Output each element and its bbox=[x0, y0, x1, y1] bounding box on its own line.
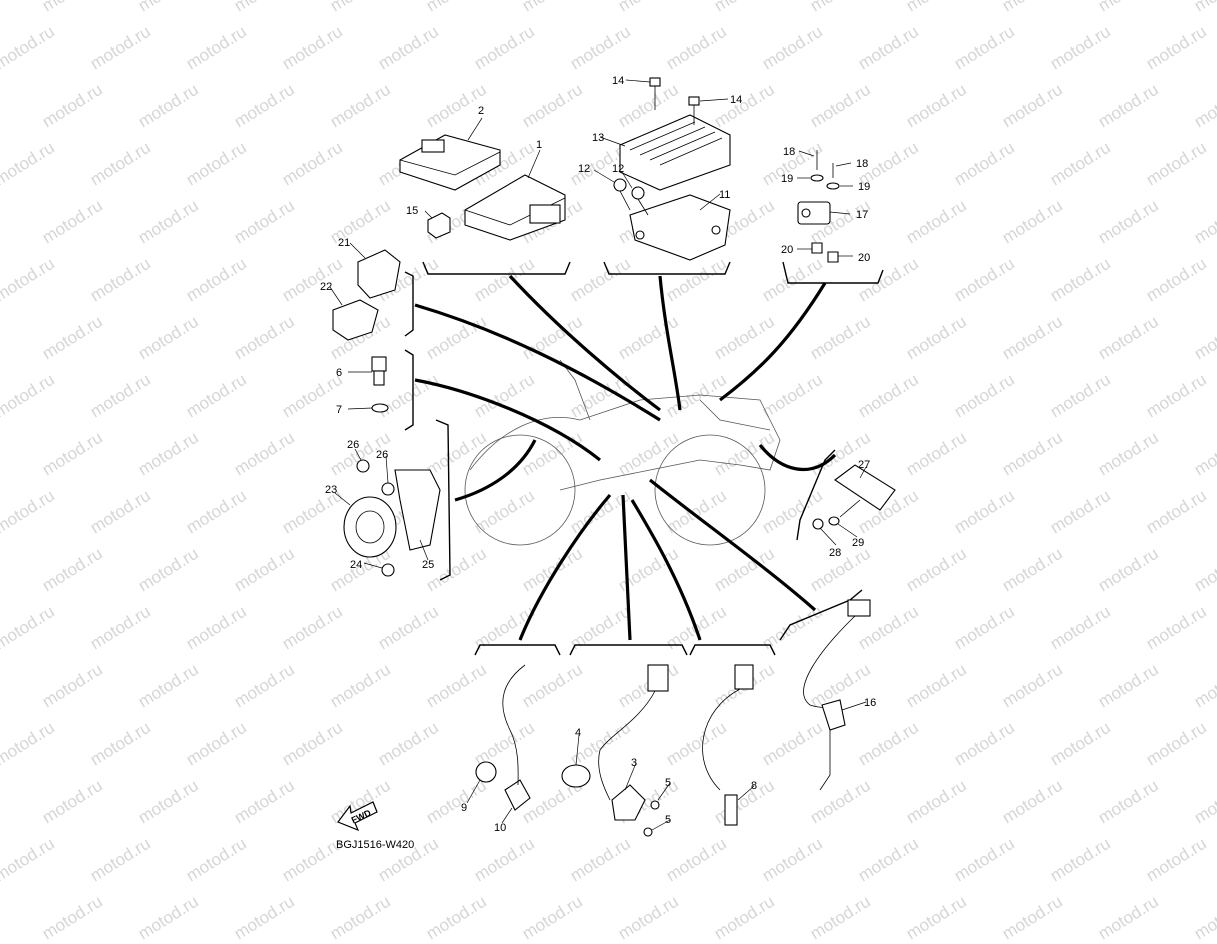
callout-18a: 18 bbox=[783, 146, 795, 158]
part-8-sensor bbox=[702, 664, 754, 826]
callout-1: 1 bbox=[536, 139, 542, 151]
callout-15: 15 bbox=[406, 205, 418, 217]
part-22-relay-bracket bbox=[332, 299, 379, 341]
part-2-relay-unit bbox=[399, 134, 501, 191]
part-3-4-5-sensor bbox=[561, 664, 669, 837]
callout-26b: 26 bbox=[376, 449, 388, 461]
part-18-19-20-hardware bbox=[810, 150, 840, 263]
callout-19b: 19 bbox=[858, 181, 870, 193]
callout-6: 6 bbox=[336, 367, 342, 379]
callout-2: 2 bbox=[478, 105, 484, 117]
callout-25: 25 bbox=[422, 559, 434, 571]
callout-26a: 26 bbox=[347, 439, 359, 451]
callout-19a: 19 bbox=[781, 173, 793, 185]
callout-10: 10 bbox=[494, 822, 506, 834]
part-1-ecu bbox=[464, 174, 566, 241]
callout-3: 3 bbox=[631, 757, 637, 769]
callout-9: 9 bbox=[461, 802, 467, 814]
callout-23: 23 bbox=[325, 484, 337, 496]
part-23-horn bbox=[343, 496, 397, 558]
callout-7: 7 bbox=[336, 404, 342, 416]
callout-20b: 20 bbox=[858, 252, 870, 264]
callout-20a: 20 bbox=[781, 244, 793, 256]
callout-22: 22 bbox=[320, 281, 332, 293]
callouts: 1 2 3 4 5 5 6 7 8 9 10 11 12 12 13 14 14… bbox=[320, 75, 876, 834]
callout-18b: 18 bbox=[856, 158, 868, 170]
callout-5b: 5 bbox=[665, 814, 671, 826]
part-9-10-sensor bbox=[475, 664, 531, 811]
callout-28: 28 bbox=[829, 547, 841, 559]
callout-12b: 12 bbox=[612, 163, 624, 175]
callout-13: 13 bbox=[592, 132, 604, 144]
callout-17: 17 bbox=[856, 209, 868, 221]
part-11-bracket bbox=[629, 194, 731, 261]
callout-11: 11 bbox=[719, 189, 730, 201]
part-17-sensor bbox=[797, 201, 831, 225]
part-21-relay bbox=[357, 249, 401, 299]
callout-8: 8 bbox=[751, 780, 757, 792]
part-16-sensor bbox=[803, 599, 871, 791]
diagram-code: BGJ1516-W420 bbox=[336, 839, 415, 851]
motorcycle-outline bbox=[464, 359, 781, 546]
part-7-washer bbox=[371, 403, 389, 413]
part-6-switch bbox=[371, 356, 387, 386]
part-12-bolts bbox=[613, 178, 649, 216]
callout-27: 27 bbox=[858, 459, 870, 471]
callout-14a: 14 bbox=[612, 75, 624, 87]
callout-14b: 14 bbox=[730, 94, 742, 106]
callout-21: 21 bbox=[338, 237, 350, 249]
electrical-parts-diagram: 1 2 3 4 5 5 6 7 8 9 10 11 12 12 13 14 14… bbox=[320, 75, 896, 837]
fwd-arrow-icon: FWD bbox=[337, 801, 378, 832]
callout-29: 29 bbox=[852, 537, 864, 549]
part-15-connector bbox=[427, 212, 451, 239]
callout-12a: 12 bbox=[578, 163, 590, 175]
callout-4: 4 bbox=[575, 727, 581, 739]
callout-5a: 5 bbox=[665, 777, 671, 789]
part-27-reflector bbox=[834, 464, 896, 511]
group-brackets bbox=[404, 261, 884, 656]
part-28-29-hardware bbox=[812, 499, 861, 530]
part-13-regulator bbox=[619, 114, 731, 191]
group-leader-lines bbox=[414, 274, 837, 641]
callout-16: 16 bbox=[864, 697, 876, 709]
part-25-horn-bracket bbox=[394, 469, 441, 551]
callout-24: 24 bbox=[350, 559, 362, 571]
